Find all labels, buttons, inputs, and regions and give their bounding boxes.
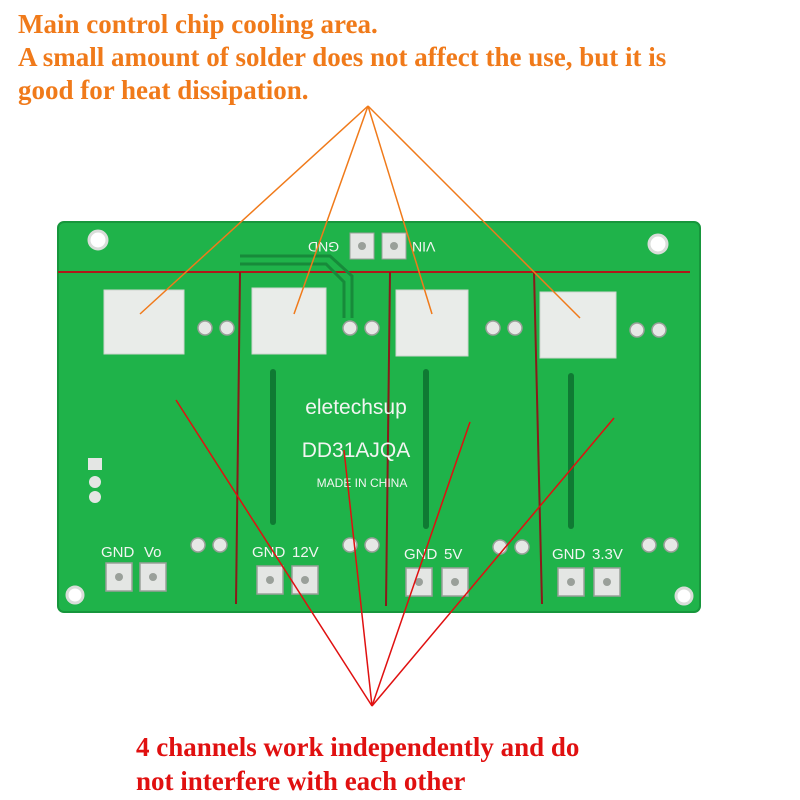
- cooling-area-annotation: Main control chip cooling area. A small …: [18, 8, 788, 107]
- channel-annotation-line-1: 4 channels work independently and do: [136, 732, 580, 762]
- channel-3-gnd-label: GND: [404, 546, 438, 563]
- channel-2-gnd-label: GND: [252, 544, 286, 561]
- via-pads: [197, 320, 667, 338]
- channel-pointer-lines: [175, 399, 615, 707]
- left-edge-pads: [88, 458, 102, 503]
- cooling-pointer-lines: [139, 105, 581, 319]
- cooling-pads: [103, 287, 617, 359]
- brand-silkscreen: eletechsup: [305, 396, 407, 419]
- channel-4-gnd-label: GND: [552, 546, 586, 563]
- channel-4-output-label: 3.3V: [592, 546, 623, 563]
- input-traces: [240, 254, 354, 318]
- channel-2-output-label: 12V: [292, 544, 319, 561]
- channel-annotation-line-2: not interfere with each other: [136, 766, 466, 796]
- origin-silkscreen: MADE IN CHINA: [317, 476, 408, 490]
- isolation-slots: [270, 369, 574, 529]
- channel-1-gnd-label: GND: [101, 544, 135, 561]
- mounting-holes: [65, 229, 694, 606]
- channel-1-output-label: Vo: [144, 544, 162, 561]
- channel-annotation: 4 channels work independently and do not…: [136, 730, 776, 798]
- input-gnd-label: GND: [308, 239, 339, 255]
- cooling-annotation-line-1: Main control chip cooling area.: [18, 9, 378, 39]
- model-silkscreen: DD31AJQA: [302, 439, 411, 462]
- input-vin-label: VIN: [412, 239, 435, 255]
- channel-3-output-label: 5V: [444, 546, 462, 563]
- channel-dividers: [235, 271, 543, 607]
- cooling-annotation-line-2: A small amount of solder does not affect…: [18, 42, 667, 72]
- cooling-annotation-line-3: good for heat dissipation.: [18, 75, 309, 105]
- output-side-pads: [190, 537, 679, 555]
